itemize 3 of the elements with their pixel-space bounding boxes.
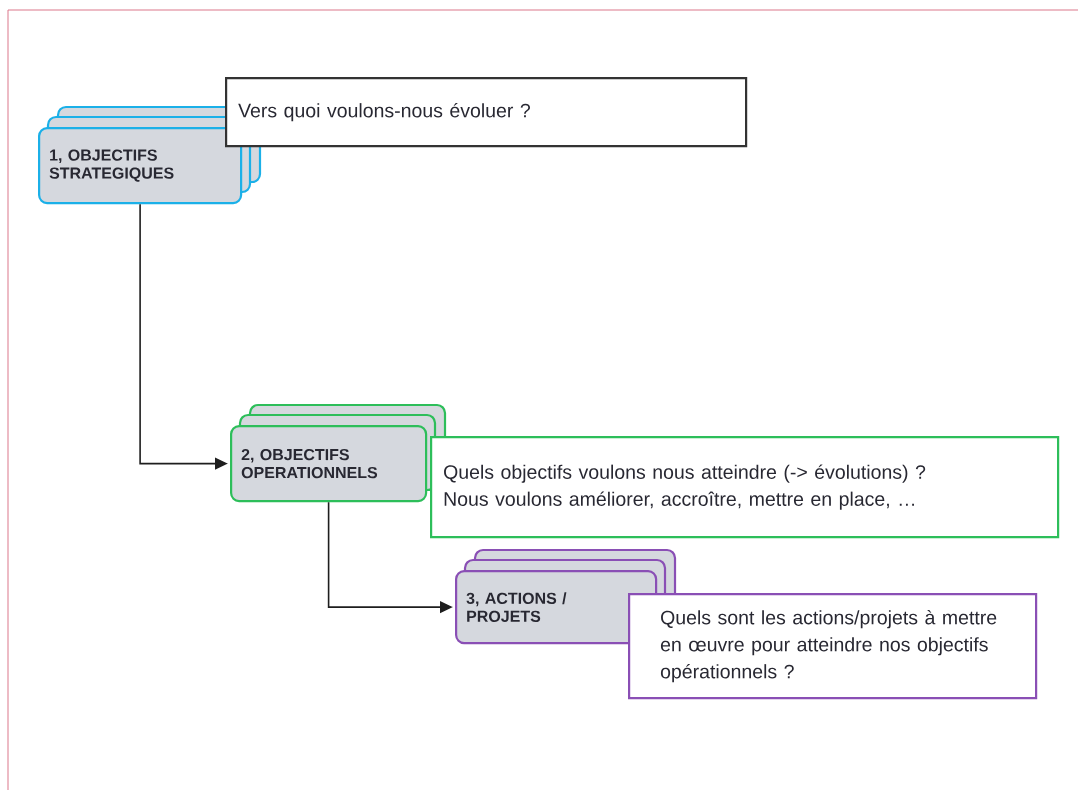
question-box: Quels sont les actions/projets à mettre en œuvre pour atteindre nos objectifs opérationnels ? <box>628 593 1038 700</box>
question-box: Quels objectifs voulons nous atteindre (-> évolutions) ? Nous voulons améliorer, accroître, mettre en place, … <box>430 436 1060 539</box>
question-box: Vers quoi voulons-nous évoluer ? <box>225 77 748 148</box>
